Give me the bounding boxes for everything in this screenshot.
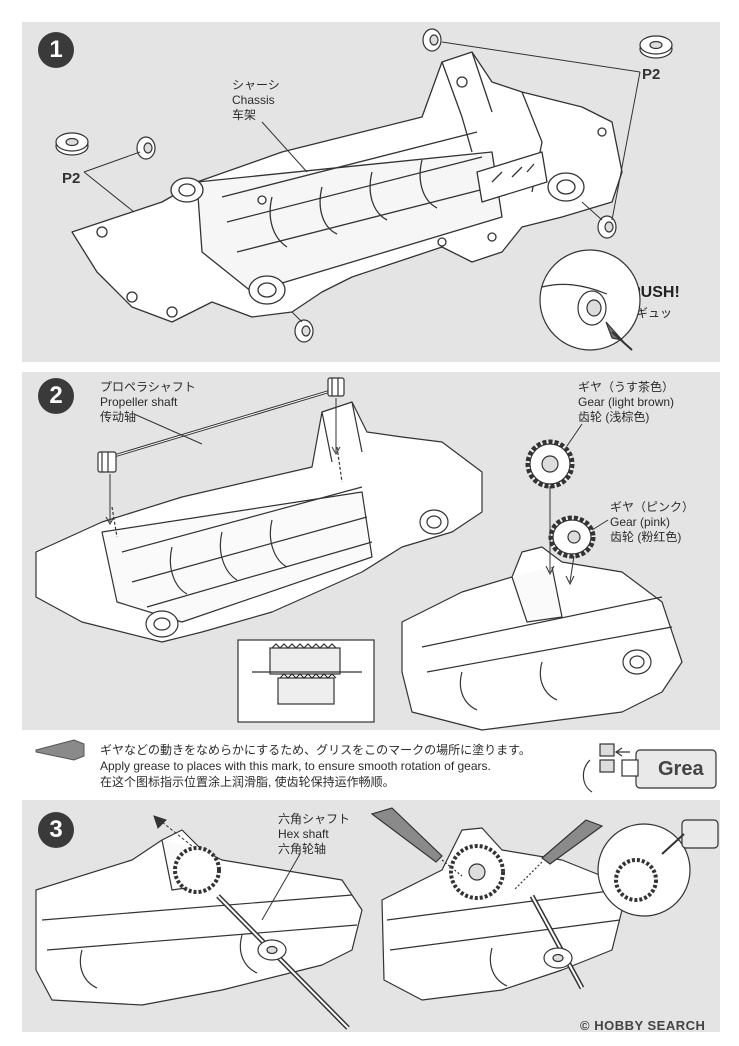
step2-illustration [35, 377, 683, 731]
gear-light-brown-label: ギヤ（うす茶色） Gear (light brown) 齿轮 (浅棕色) [578, 380, 674, 425]
p2-bearing-parts [55, 28, 673, 343]
gear-brown-label-cn: 齿轮 (浅棕色) [578, 410, 650, 424]
propeller-label-en: Propeller shaft [100, 395, 178, 409]
push-label: PUSH! [630, 284, 680, 301]
step2-chassis-right [401, 546, 683, 731]
gear-pink-label-en: Gear (pink) [610, 515, 671, 529]
step1-panel: 1 シャーシ Chassis 车架 P2 P2 PUSH! ギュッ [22, 22, 720, 362]
grease-note-cn: 在这个图标指示位置涂上润滑脂, 使齿轮保持运作畅顺。 [100, 775, 395, 789]
grease-note-en: Apply grease to places with this mark, t… [100, 759, 491, 773]
push-label-jp: ギュッ [636, 306, 673, 320]
propeller-label-jp: プロペラシャフト [100, 380, 196, 394]
step2-chassis-left [35, 401, 483, 643]
step3-chassis-left [35, 829, 363, 1006]
grease-note: ギヤなどの動きをなめらかにするため、グリスをこのマークの場所に塗ります。 App… [100, 742, 531, 790]
hex-shaft-right [529, 894, 585, 990]
hex-label-cn: 六角轮轴 [278, 842, 327, 856]
chassis-drawing [71, 51, 623, 323]
step3-panel: 3 六角シャフト Hex shaft 六角轮轴 [22, 800, 720, 1032]
grease-detail-circle [597, 819, 719, 917]
hex-shaft-label: 六角シャフト Hex shaft 六角轮轴 [278, 812, 350, 857]
chassis-label: シャーシ Chassis 车架 [232, 78, 280, 123]
chassis-label-cn: 车架 [232, 108, 257, 122]
hex-label-jp: 六角シャフト [278, 812, 351, 826]
step1-number: 1 [38, 32, 74, 68]
propeller-label-cn: 传动轴 [100, 410, 137, 424]
grease-mark-icon [35, 739, 85, 761]
propeller-shaft-label: プロペラシャフト Propeller shaft 传动轴 [100, 380, 196, 425]
p2-label-left: P2 [62, 170, 81, 187]
gear-pink-label: ギヤ（ピンク） Gear (pink) 齿轮 (粉红色) [610, 500, 694, 545]
grease-tube-text: Grea [658, 758, 704, 780]
step3-chassis-right [381, 827, 623, 1001]
step2-placement-arrows [105, 398, 341, 526]
gear-pink-label-cn: 齿轮 (粉红色) [610, 530, 682, 544]
gear-pink-label-jp: ギヤ（ピンク） [610, 500, 695, 514]
step2-number: 2 [38, 378, 74, 414]
step2-panel: 2 プロペラシャフト Propeller shaft 传动轴 ギヤ（うす茶色） … [22, 372, 720, 731]
grease-note-jp: ギヤなどの動きをなめらかにするため、グリスをこのマークの場所に塗ります。 [100, 743, 531, 757]
push-detail [539, 249, 641, 351]
step3-illustration [35, 807, 719, 1030]
chassis-label-en: Chassis [232, 93, 275, 107]
hex-shaft-left [216, 894, 350, 1030]
chassis-illustration [55, 28, 673, 351]
gear-drawings [525, 439, 596, 559]
bearing-leader-lines [83, 41, 641, 323]
gear-removal-arrow [153, 815, 193, 847]
gear-drop-arrows [545, 486, 575, 586]
grease-gear-icon [582, 743, 630, 793]
chassis-label-jp: シャーシ [232, 78, 280, 92]
hex-label-en: Hex shaft [278, 827, 329, 841]
watermark: © HOBBY SEARCH [580, 1018, 706, 1033]
propeller-shaft-drawing [97, 377, 345, 473]
step3-number: 3 [38, 812, 74, 848]
grease-applicators [370, 807, 604, 891]
gear-inset-detail [237, 639, 375, 723]
gear-brown-label-en: Gear (light brown) [578, 395, 675, 409]
p2-label-right: P2 [642, 66, 661, 83]
gear-brown-label-jp: ギヤ（うす茶色） [578, 380, 675, 394]
